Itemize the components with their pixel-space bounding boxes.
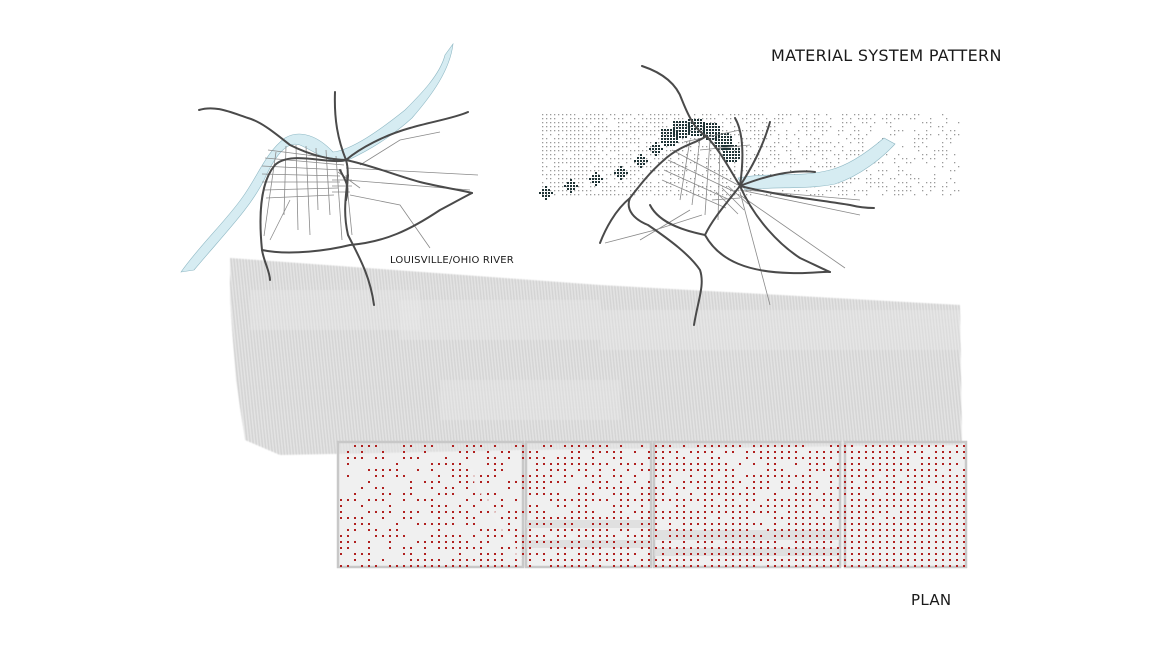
concrete-mass	[200, 250, 999, 460]
concrete-step	[600, 310, 960, 350]
concrete-step	[400, 300, 600, 340]
map-caption: LOUISVILLE/OHIO RIVER	[390, 255, 514, 266]
material-system-map	[600, 66, 895, 325]
title-label: MATERIAL SYSTEM PATTERN	[771, 46, 1002, 65]
major-roads	[600, 66, 874, 325]
dot-grid-dark	[539, 119, 740, 200]
plan-drawing	[338, 442, 966, 567]
minor-roads	[605, 130, 860, 305]
river	[181, 44, 453, 272]
minor-roads	[262, 132, 478, 248]
concrete-step	[250, 290, 420, 330]
plan-label: PLAN	[911, 591, 951, 609]
concrete-step	[440, 380, 620, 420]
